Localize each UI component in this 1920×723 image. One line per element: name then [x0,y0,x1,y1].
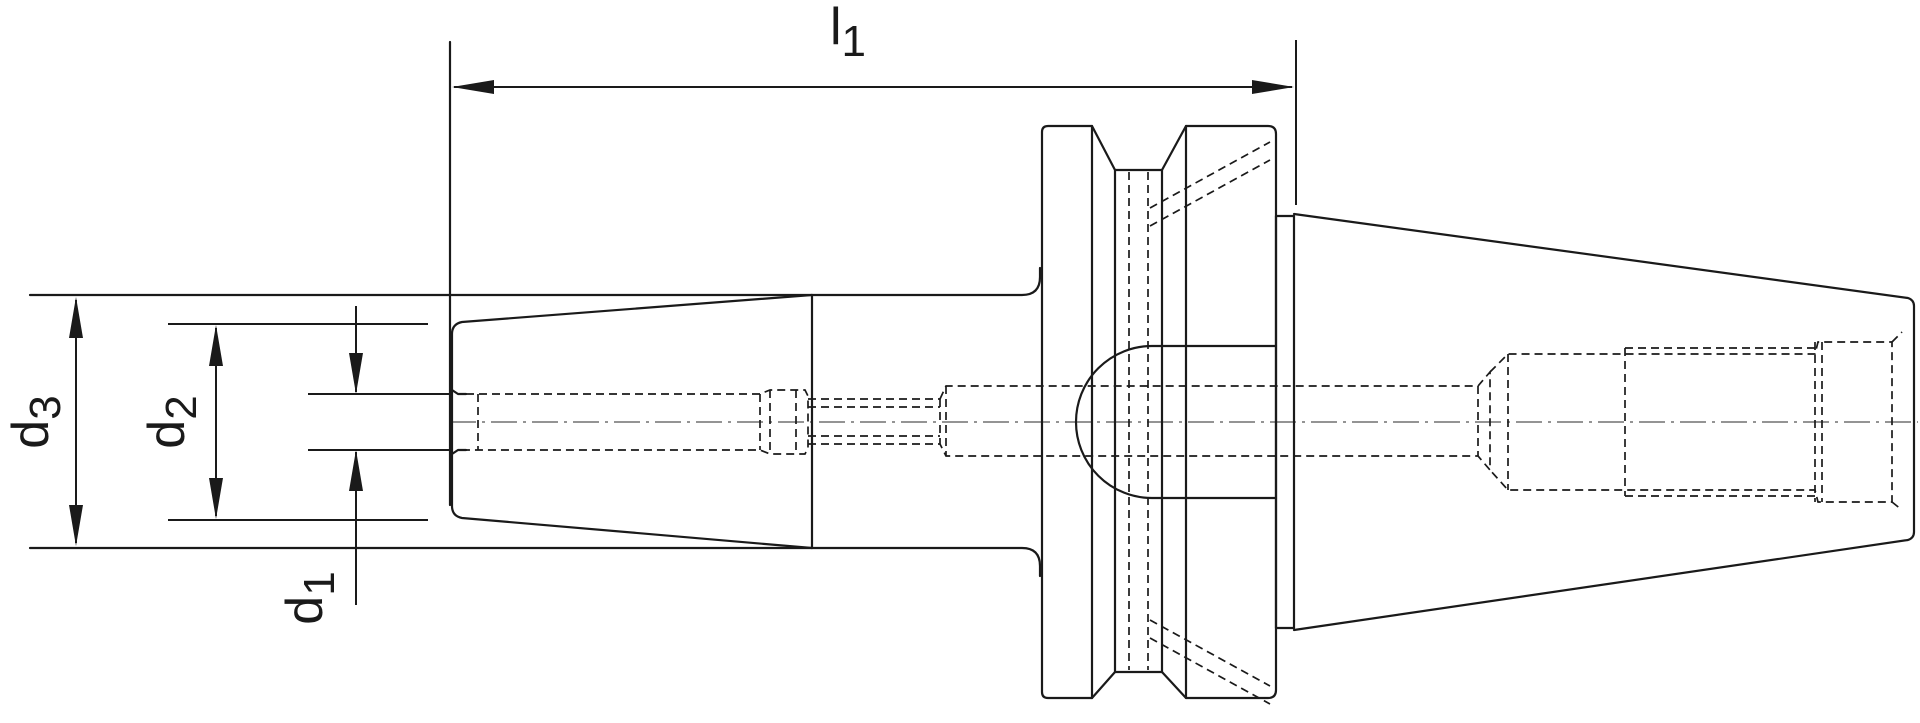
hidden-bore [466,331,1903,511]
flange [1040,124,1296,705]
dimension-d3: d3 [2,297,83,546]
front-body-outline [28,40,1042,578]
dimension-d1: d1 [276,306,450,625]
l1-label: l1 [830,0,866,66]
d2-label: d2 [138,395,206,448]
dimension-d2: d2 [138,323,428,521]
drive-slot [1074,344,1278,500]
taper-shank [1292,212,1916,632]
dimension-l1: l1 [452,0,1297,205]
d1-label: d1 [276,571,344,624]
d3-label: d3 [2,395,70,448]
